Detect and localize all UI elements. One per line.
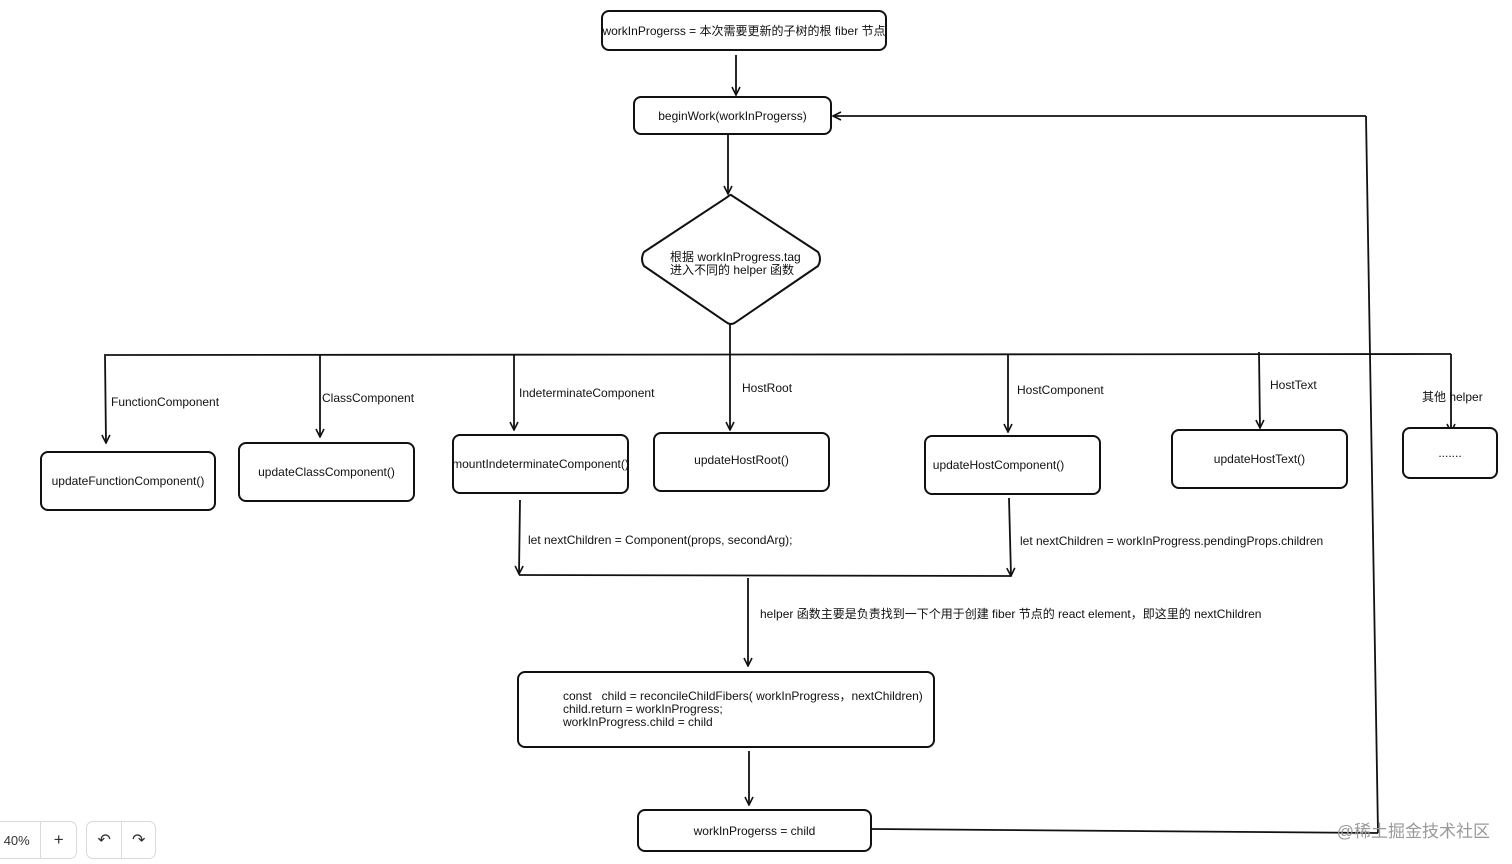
root-node-label: workInProgerss = 本次需要更新的子树的根 fiber 节点 (602, 24, 886, 38)
reconcile-code: const child = reconcileChildFibers( work… (563, 689, 923, 729)
label-host-root: HostRoot (742, 381, 793, 395)
label-host-text: HostText (1270, 378, 1317, 392)
decision-label: 根据 workInProgress.tag 进入不同的 helper 函数 (670, 250, 801, 277)
watermark: @稀土掘金技术社区 (1336, 822, 1490, 841)
loop-back-right (1365, 115, 1379, 834)
zoom-level[interactable]: 40% (3, 832, 30, 848)
zoom-in-button[interactable]: + (40, 822, 76, 858)
begin-work-label: beginWork(workInProgerss) (658, 108, 807, 123)
undo-icon[interactable]: ↶ (97, 832, 111, 849)
edge-hostcomponent-to-merge (1009, 497, 1011, 576)
redo-icon[interactable]: ↷ (121, 822, 155, 858)
zoom-toolbar: 40% + (0, 821, 77, 859)
update-class-node: updateClassComponent() (238, 442, 415, 502)
update-host-root-node: updateHostRoot() (653, 432, 830, 492)
label-other-helper: 其他 helper (1422, 390, 1483, 404)
merge-bus (518, 574, 1012, 577)
loop-back-bottom (871, 828, 1379, 834)
label-host-component: HostComponent (1017, 383, 1104, 397)
update-host-component-node: updateHostComponent() (924, 435, 1101, 495)
label-indeterminate-component: IndeterminateComponent (519, 386, 655, 400)
reconcile-node: const child = reconcileChildFibers( work… (517, 671, 935, 748)
history-toolbar: ↶ ↷ (86, 821, 156, 859)
label-next-children-pending: let nextChildren = workInProgress.pendin… (1020, 534, 1324, 548)
mount-indeterminate-label: mountIndeterminateComponent() (452, 457, 629, 471)
label-function-component: FunctionComponent (111, 395, 220, 409)
assign-child-node: workInProgerss = child (637, 809, 872, 852)
begin-work-node: beginWork(workInProgerss) (633, 96, 832, 135)
update-class-label: updateClassComponent() (258, 465, 395, 479)
update-function-label: updateFunctionComponent() (51, 474, 205, 488)
root-node: workInProgerss = 本次需要更新的子树的根 fiber 节点 (601, 10, 887, 51)
edge-to-update-host-text (1259, 351, 1260, 428)
update-host-component-label: updateHostComponent() (932, 458, 1065, 472)
update-host-text-node: updateHostText() (1171, 429, 1348, 489)
assign-child-label: workInProgerss = child (693, 823, 816, 838)
edge-mount-to-merge (519, 499, 520, 574)
label-next-children-component: let nextChildren = Component(props, seco… (528, 533, 793, 547)
update-function-node: updateFunctionComponent() (40, 451, 216, 511)
decision-diamond (641, 193, 821, 325)
mount-indeterminate-node: mountIndeterminateComponent() (452, 434, 629, 494)
edge-to-update-function (105, 355, 106, 443)
update-host-root-label: updateHostRoot() (694, 452, 789, 467)
other-helper-node: ....... (1402, 427, 1498, 479)
label-class-component: ClassComponent (322, 391, 415, 405)
other-helper-label: ....... (1438, 446, 1462, 460)
label-helper-note: helper 函数主要是负责找到一下个用于创建 fiber 节点的 react … (760, 607, 1262, 621)
update-host-text-label: updateHostText() (1213, 452, 1306, 466)
branch-bus (103, 353, 1452, 356)
